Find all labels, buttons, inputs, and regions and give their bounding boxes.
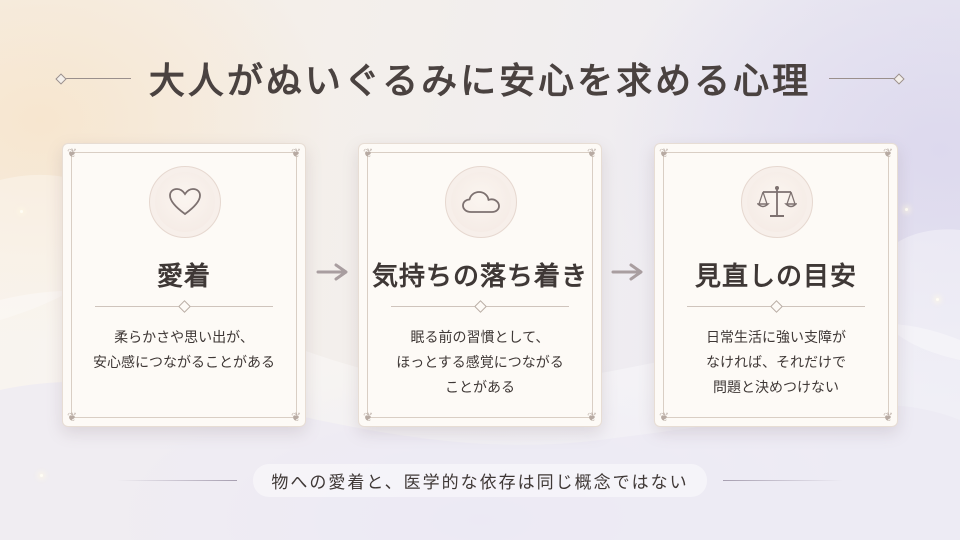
corner-ornament: ❦: [362, 410, 374, 424]
title-section: 大人がぬいぐるみに安心を求める心理: [0, 50, 960, 106]
arrow-right-icon: [611, 263, 643, 281]
card-title: 見直しの目安: [694, 262, 857, 292]
card-description: 柔らかさや思い出が、 安心感につながることがある: [75, 326, 293, 376]
card-description-line: ほっとする感覚につながる: [396, 355, 564, 371]
sparkle: [936, 298, 939, 301]
card-description-line: 日常生活に強い支障が: [706, 330, 846, 346]
card-description-line: 眠る前の習慣として、: [410, 330, 550, 346]
footer-note: 物への愛着と、医学的な依存は同じ概念ではない: [0, 463, 960, 497]
title-ornament-right: [829, 77, 900, 79]
corner-ornament: ❦: [586, 146, 598, 160]
card-divider: [687, 300, 865, 313]
corner-ornament: ❦: [882, 410, 894, 424]
card-guideline: ❦ ❦ ❦ ❦ 見直しの目安 日常生活に強い支障が なければ、それだけで 問題と…: [654, 143, 898, 427]
card-description-line: 安心感につながることがある: [93, 355, 275, 371]
footer-ornament-right: [722, 479, 843, 481]
corner-ornament: ❦: [66, 410, 78, 424]
corner-ornament: ❦: [658, 146, 670, 160]
corner-ornament: ❦: [362, 146, 374, 160]
card-title: 気持ちの落ち着き: [371, 262, 588, 292]
card-description: 日常生活に強い支障が なければ、それだけで 問題と決めつけない: [667, 326, 885, 401]
sparkle: [40, 474, 43, 477]
card-description-line: なければ、それだけで: [706, 355, 846, 371]
card-description: 眠る前の習慣として、 ほっとする感覚につながる ことがある: [371, 326, 589, 401]
sparkle: [20, 210, 23, 213]
arrow-right-icon: [316, 263, 348, 281]
title-ornament-left: [60, 77, 131, 79]
card-calm: ❦ ❦ ❦ ❦ 気持ちの落ち着き 眠る前の習慣として、 ほっとする感覚につながる…: [358, 143, 602, 427]
corner-ornament: ❦: [66, 146, 78, 160]
card-divider: [95, 300, 273, 313]
card-description-line: 問題と決めつけない: [713, 380, 839, 396]
corner-ornament: ❦: [658, 410, 670, 424]
heart-icon: [149, 166, 221, 238]
card-divider: [391, 300, 569, 313]
page-title: 大人がぬいぐるみに安心を求める心理: [148, 60, 812, 102]
corner-ornament: ❦: [882, 146, 894, 160]
card-description-line: 柔らかさや思い出が、: [114, 330, 254, 346]
card-attachment: ❦ ❦ ❦ ❦ 愛着 柔らかさや思い出が、 安心感につながることがある: [62, 143, 306, 427]
sparkle: [905, 208, 908, 211]
corner-ornament: ❦: [290, 146, 302, 160]
card-title: 愛着: [156, 262, 211, 292]
scale-icon: [741, 166, 813, 238]
corner-ornament: ❦: [586, 410, 598, 424]
cloud-icon: [445, 166, 517, 238]
footer-text: 物への愛着と、医学的な依存は同じ概念ではない: [253, 463, 707, 497]
footer-ornament-left: [117, 479, 238, 481]
corner-ornament: ❦: [290, 410, 302, 424]
card-description-line: ことがある: [445, 380, 515, 396]
